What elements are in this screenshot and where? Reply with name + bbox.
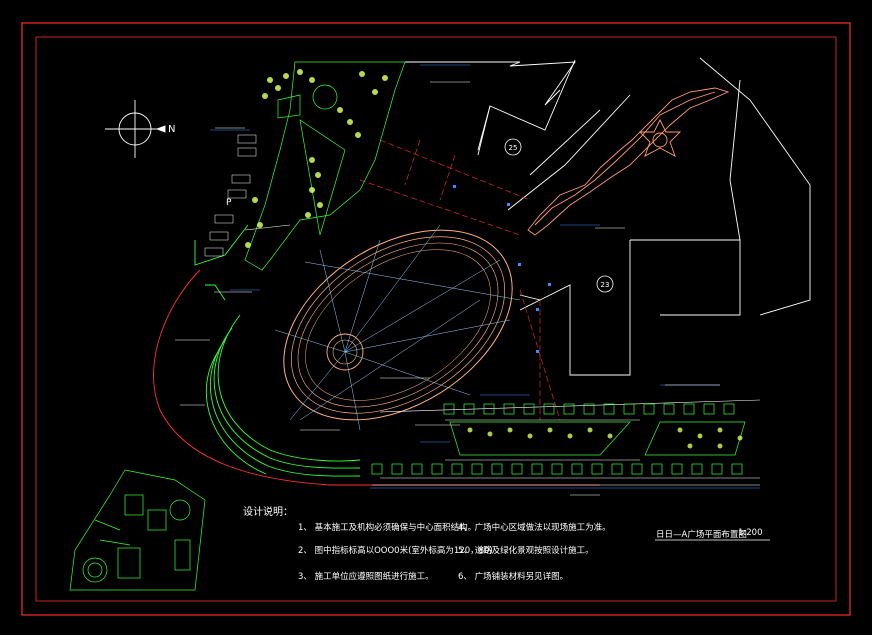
axis-grid-lines	[359, 139, 561, 421]
design-note-3: 3、 施工单位应遵照图纸进行施工。	[298, 572, 434, 582]
design-notes-heading: 设计说明：	[243, 507, 293, 518]
central-oval-plaza	[283, 229, 513, 421]
parking-label: P	[226, 198, 232, 208]
design-note-1: 1、 基本施工及机构必须确保与中心面积结构。	[298, 523, 477, 533]
parking-stalls	[204, 134, 257, 257]
north-arrow	[105, 100, 166, 158]
plaza-radial-lines	[274, 224, 521, 431]
design-note-5: 5、 道路及绿化景观按照设计施工。	[458, 546, 594, 556]
dimension-marks	[453, 185, 551, 353]
building-number-23: 23	[601, 281, 610, 289]
paving-bands	[372, 399, 761, 486]
design-note-2: 2、 图中指标标高以OOO0米(室外标高为120，80)	[298, 546, 493, 556]
design-note-6: 6、 广场铺装材料另见详图。	[458, 572, 569, 582]
site-boundary-lines	[405, 57, 811, 376]
key-plan-inset	[69, 469, 206, 591]
planting-clusters	[245, 69, 388, 248]
annotation-leaders	[175, 81, 720, 496]
design-note-4: 4、 广场中心区域做法以现场施工为准。	[458, 523, 611, 533]
tree-grate-row	[371, 403, 746, 475]
drawing-title: 日日—A广场平面布置图	[656, 530, 747, 540]
drawing-border	[21, 22, 851, 616]
star-feature-path	[527, 87, 730, 236]
landscape-arc-bands	[194, 224, 361, 477]
building-marker-25: 25	[504, 138, 522, 156]
building-number-25: 25	[509, 144, 518, 152]
building-marker-23: 23	[596, 275, 614, 293]
drawing-scale: 1:200	[738, 528, 763, 538]
parking-and-planting-zone	[244, 61, 406, 271]
road-edge-curve	[153, 269, 600, 486]
hedge-planting	[467, 427, 743, 449]
north-label: N	[168, 124, 175, 135]
dimension-lines	[210, 64, 760, 489]
